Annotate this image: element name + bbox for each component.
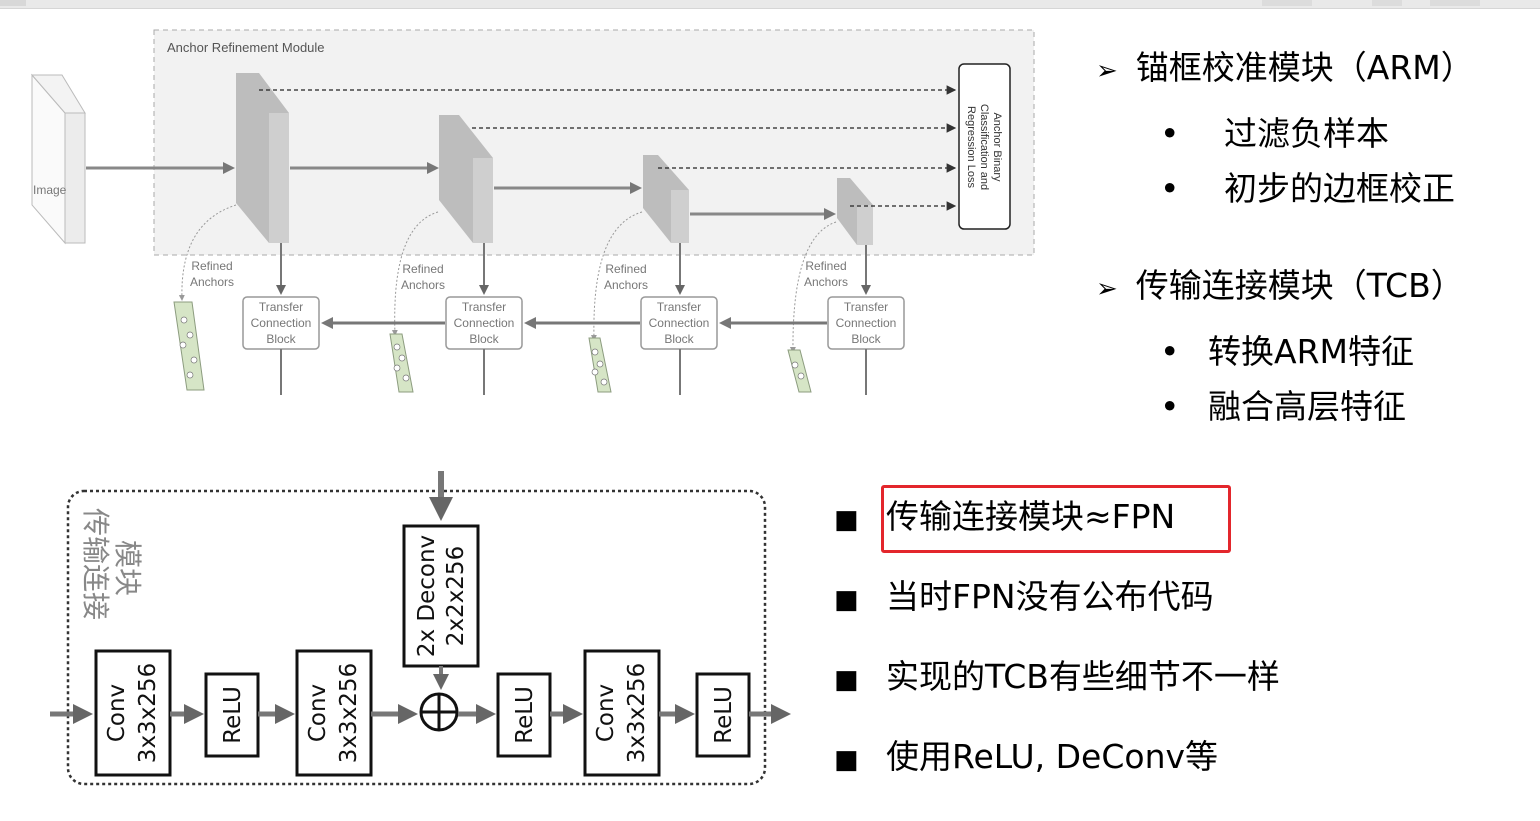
top-strip-tab	[1372, 0, 1402, 6]
svg-text:Connection: Connection	[649, 316, 710, 330]
bottom-item-3: ■实现的TCB有些细节不一样	[834, 657, 1280, 700]
bottom-item-2: ■当时FPN没有公布代码	[834, 577, 1214, 620]
relu-label-2: ReLU	[512, 686, 538, 744]
feature-map-3	[643, 155, 689, 243]
arrow-bullet-icon: ➢	[1096, 56, 1118, 86]
tcb-item-2: •融合高层特征	[1160, 387, 1406, 426]
arm-module-box	[153, 29, 1035, 256]
top-strip-tab	[0, 0, 26, 6]
svg-text:Refined: Refined	[805, 259, 846, 273]
anchor-stars	[179, 316, 805, 386]
tcb-labels: Transfer Connection Block Transfer Conne…	[251, 300, 897, 346]
dot-bullet-icon: •	[1160, 332, 1180, 371]
relu-label-1: ReLU	[220, 686, 246, 744]
input-image-slab	[30, 73, 86, 245]
tcb-boxes	[242, 296, 905, 350]
relu-box-3	[695, 672, 751, 758]
svg-text:Refined: Refined	[191, 259, 232, 273]
svg-text:Conv: Conv	[593, 684, 619, 742]
dot-bullet-icon: •	[1160, 387, 1180, 426]
svg-text:Transfer: Transfer	[657, 300, 701, 314]
svg-text:传输连接: 传输连接	[79, 508, 112, 620]
square-bullet-icon: ■	[834, 505, 859, 535]
relu-label-3: ReLU	[711, 686, 737, 744]
svg-text:Anchor Binary: Anchor Binary	[991, 112, 1003, 182]
svg-text:Classification and: Classification and	[978, 104, 990, 190]
svg-text:Block: Block	[266, 332, 296, 346]
feature-map-2	[439, 115, 493, 243]
svg-text:Transfer: Transfer	[462, 300, 506, 314]
conv-box-1	[94, 649, 172, 777]
square-bullet-icon: ■	[834, 665, 859, 695]
svg-text:2x2x256: 2x2x256	[443, 546, 469, 646]
svg-text:Transfer: Transfer	[259, 300, 303, 314]
tcb-side-label: 传输连接 模块	[79, 508, 144, 620]
input-image-label: Image	[33, 183, 67, 197]
loss-dashed-arrows	[259, 85, 957, 211]
elementwise-sum-icon	[419, 692, 459, 732]
refined-anchors-labels: Refined Anchors Refined Anchors Refined …	[190, 259, 848, 292]
svg-text:Anchors: Anchors	[401, 278, 445, 292]
conv-label-2: Conv 3x3x256	[305, 663, 362, 763]
arrow-bullet-icon: ➢	[1096, 274, 1118, 304]
loss-label: Anchor Binary Classification and Regress…	[965, 104, 1003, 190]
svg-text:Connection: Connection	[836, 316, 897, 330]
conv-label-1: Conv 3x3x256	[104, 663, 161, 763]
dot-bullet-icon: •	[1160, 169, 1180, 208]
arm-item-1: •过滤负样本	[1160, 114, 1389, 153]
arm-module-title: Anchor Refinement Module	[167, 40, 325, 55]
feature-map-1	[236, 73, 289, 243]
window-top-strip	[0, 0, 1540, 9]
svg-text:Connection: Connection	[454, 316, 515, 330]
svg-text:Refined: Refined	[402, 262, 443, 276]
top-strip-tab	[1430, 0, 1480, 6]
square-bullet-icon: ■	[834, 585, 859, 615]
down-arrows	[276, 243, 871, 295]
tcb-item-1: •转换ARM特征	[1160, 332, 1414, 371]
conv-box-3	[583, 649, 661, 777]
svg-text:Connection: Connection	[251, 316, 312, 330]
svg-text:Conv: Conv	[104, 684, 130, 742]
svg-text:Block: Block	[851, 332, 881, 346]
svg-text:Anchors: Anchors	[604, 278, 648, 292]
relu-box-2	[496, 672, 552, 758]
tcb-output-stems	[280, 349, 867, 395]
svg-text:Regression Loss: Regression Loss	[965, 106, 977, 188]
square-bullet-icon: ■	[834, 745, 859, 775]
svg-text:Anchors: Anchors	[190, 275, 234, 289]
loss-box	[958, 63, 1011, 230]
section-tcb-title: ➢传输连接模块（TCB）	[1096, 266, 1464, 305]
svg-text:3x3x256: 3x3x256	[135, 663, 161, 763]
feature-map-4	[837, 178, 873, 245]
svg-text:Refined: Refined	[605, 262, 646, 276]
svg-text:3x3x256: 3x3x256	[624, 663, 650, 763]
bottom-item-4: ■使用ReLU, DeConv等	[834, 737, 1218, 780]
forward-arrows	[86, 162, 836, 220]
svg-text:Conv: Conv	[305, 684, 331, 742]
tcb-dotted-frame	[66, 489, 767, 786]
svg-text:Anchors: Anchors	[804, 275, 848, 289]
svg-text:Block: Block	[664, 332, 694, 346]
svg-text:Transfer: Transfer	[844, 300, 888, 314]
section-arm-title: ➢锚框校准模块（ARM）	[1096, 48, 1474, 87]
bottom-item-1: ■传输连接模块≈FPN	[834, 497, 1175, 540]
dot-bullet-icon: •	[1160, 114, 1180, 153]
arm-item-2: •初步的边框校正	[1160, 169, 1455, 208]
svg-text:模块: 模块	[111, 540, 144, 596]
svg-text:3x3x256: 3x3x256	[336, 663, 362, 763]
deconv-label: 2x Deconv 2x2x256	[414, 535, 469, 657]
top-strip-tab	[1262, 0, 1312, 6]
fpn-highlight-box	[881, 485, 1231, 553]
svg-text:Block: Block	[469, 332, 499, 346]
svg-text:2x Deconv: 2x Deconv	[414, 535, 440, 657]
conv-label-3: Conv 3x3x256	[593, 663, 650, 763]
